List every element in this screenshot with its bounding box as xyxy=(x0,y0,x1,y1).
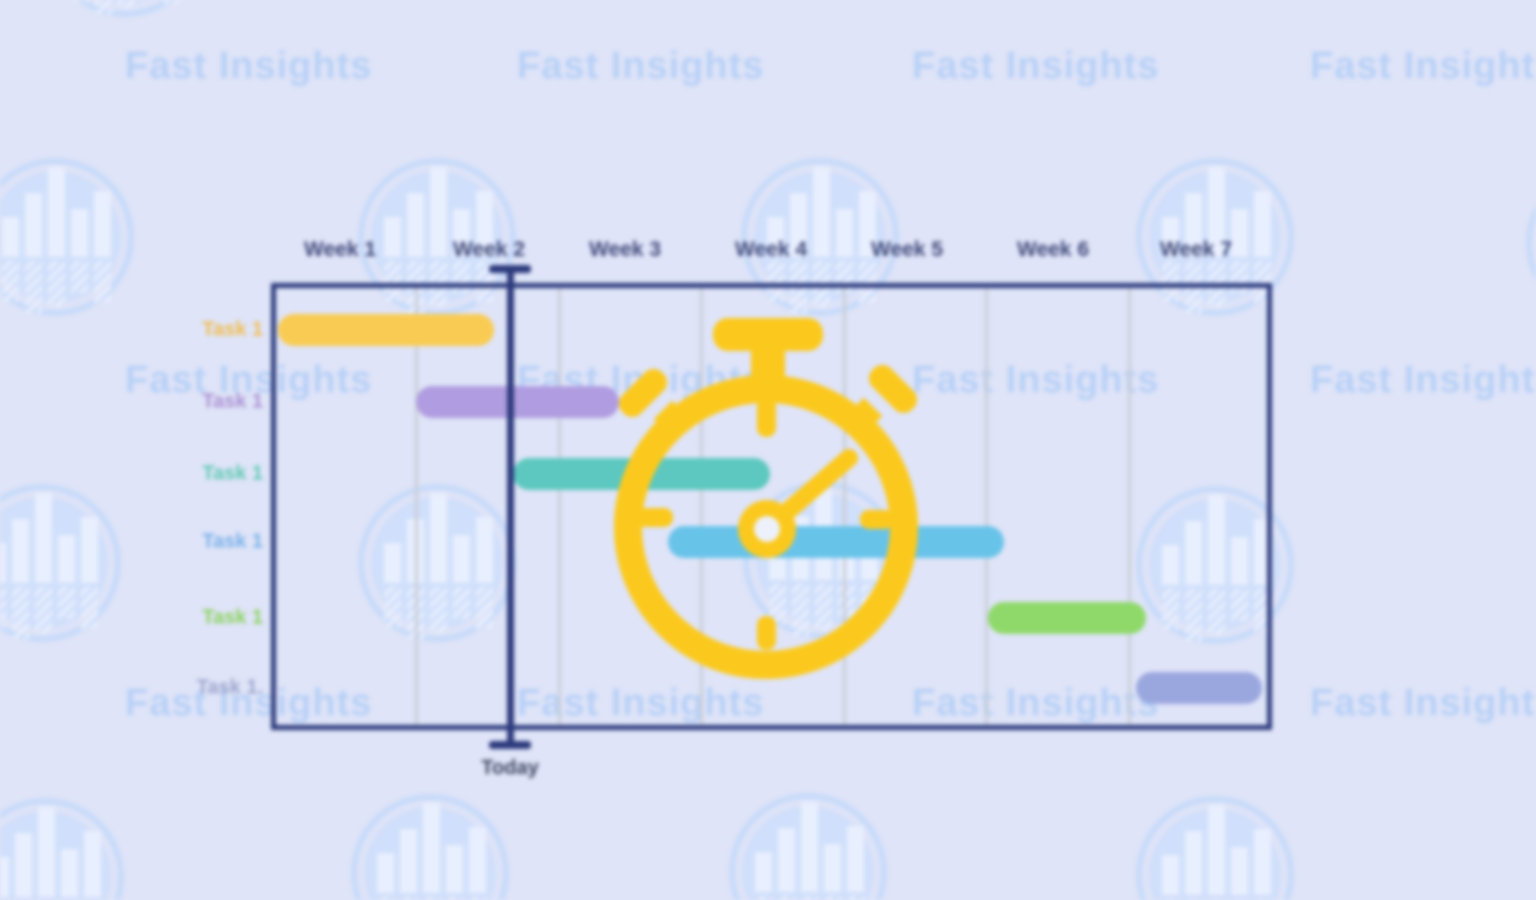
task-bar xyxy=(1136,672,1262,704)
task-bar xyxy=(416,386,619,418)
task-label: Task 1 xyxy=(202,390,263,413)
watermark-text: Fast Insights xyxy=(125,45,373,87)
watermark-text: Fast Insights xyxy=(125,682,373,724)
stopwatch-ring xyxy=(614,375,918,679)
watermark-text: Fast Insights xyxy=(1310,45,1536,87)
watermark-text: Fast Insights xyxy=(125,359,373,401)
today-cap-bottom xyxy=(489,741,531,749)
watermark-text: Fast Insights xyxy=(912,45,1160,87)
today-line xyxy=(506,269,514,748)
stopwatch-top-button xyxy=(713,318,823,351)
week-gridline xyxy=(415,288,418,725)
week-gridline xyxy=(700,288,703,725)
today-cap-top xyxy=(489,265,531,273)
watermark-text: Fast Insights xyxy=(1310,359,1536,401)
stopwatch-tick-12 xyxy=(757,398,776,437)
watermark-logo-icon xyxy=(1136,158,1294,316)
watermark-logo-icon xyxy=(741,158,899,316)
chart-frame xyxy=(271,283,1272,730)
watermark-logo-icon xyxy=(729,793,887,900)
task-label: Task 1 xyxy=(202,462,263,485)
week-gridline xyxy=(985,288,988,725)
watermark-logo-icon xyxy=(0,484,121,642)
watermark-text: Fast Insights xyxy=(1310,682,1536,724)
watermark-text: Fast Insights xyxy=(912,359,1160,401)
task-label: Task 1 xyxy=(202,606,263,629)
stopwatch-hub-hole xyxy=(754,516,780,542)
watermark-logo-icon xyxy=(0,798,124,900)
watermark-logo-icon xyxy=(72,0,181,17)
watermark-logo-icon xyxy=(1526,204,1536,282)
today-label: Today xyxy=(481,757,539,779)
task-label: Task 1 xyxy=(202,530,263,553)
task-bar xyxy=(668,526,1004,558)
week-label: Week 4 xyxy=(735,238,807,261)
stopwatch-tick-9 xyxy=(635,508,673,527)
watermark-logo-icon xyxy=(1136,796,1294,900)
watermark-text: Fast Insights xyxy=(517,45,765,87)
watermark-logo-icon xyxy=(351,794,509,900)
week-label: Week 2 xyxy=(453,238,525,261)
week-gridline xyxy=(558,288,561,725)
task-label: Task 1 xyxy=(202,318,263,341)
task-bar xyxy=(988,602,1146,634)
week-label: Week 7 xyxy=(1160,238,1232,261)
watermark-logo-icon xyxy=(0,158,134,316)
week-label: Week 3 xyxy=(589,238,661,261)
week-gridline xyxy=(1128,288,1131,725)
stopwatch-left-pusher xyxy=(618,368,668,418)
week-label: Week 1 xyxy=(304,238,376,261)
stopwatch-tick-6 xyxy=(757,616,776,650)
stopwatch-right-pusher xyxy=(868,364,918,414)
watermark-text: Fast Insights xyxy=(912,682,1160,724)
task-label: Task 1. xyxy=(196,676,263,699)
week-label: Week 6 xyxy=(1017,238,1089,261)
stopwatch-tick-3 xyxy=(860,510,894,529)
task-bar xyxy=(278,314,494,346)
week-label: Week 5 xyxy=(871,238,943,261)
week-gridline xyxy=(843,288,846,725)
watermark-logo-icon xyxy=(1136,486,1294,644)
